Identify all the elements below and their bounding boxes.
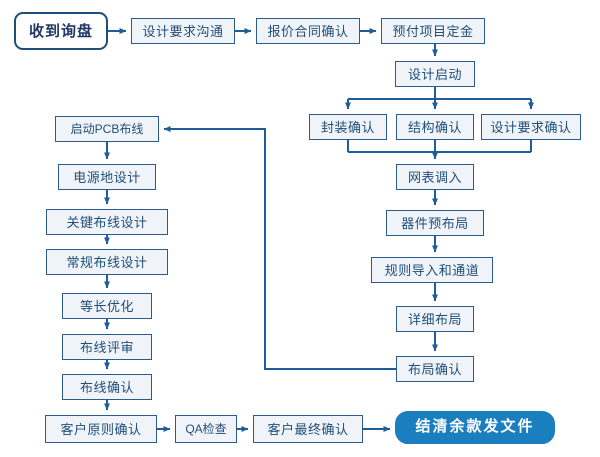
- flow-node-n21[interactable]: 客户原则确认: [45, 415, 157, 443]
- flow-node-label: 设计要求确认: [490, 119, 572, 135]
- flow-node-label: 布线评审: [79, 339, 134, 355]
- flow-node-label: 电源地设计: [73, 169, 141, 185]
- flow-node-label: 启动PCB布线: [70, 122, 144, 136]
- flow-node-label: 关键布线设计: [66, 214, 148, 230]
- flow-node-label: 网表调入: [407, 169, 462, 185]
- flow-node-label: 设计要求沟通: [142, 23, 224, 39]
- edge-split-bar: [348, 87, 531, 100]
- flow-node-label: 详细布局: [407, 311, 462, 327]
- flow-node-n01[interactable]: 收到询盘: [14, 12, 108, 50]
- flow-node-label: 等长优化: [79, 298, 134, 314]
- flow-node-n10[interactable]: 器件预布局: [386, 210, 484, 236]
- flow-node-n22[interactable]: QA检查: [175, 415, 237, 443]
- flow-node-label: QA检查: [185, 422, 227, 436]
- flow-node-n07[interactable]: 结构确认: [396, 114, 474, 140]
- flow-node-n18[interactable]: 等长优化: [62, 293, 152, 319]
- flow-node-label: 封装确认: [320, 119, 375, 135]
- flow-node-label: 器件预布局: [401, 215, 469, 231]
- flow-node-label: 布局确认: [407, 361, 462, 377]
- flow-node-label: 规则导入和通道: [384, 262, 480, 278]
- flow-node-label: 布线确认: [79, 379, 134, 395]
- flow-node-label: 预付项目定金: [392, 23, 474, 39]
- flow-node-n06[interactable]: 封装确认: [309, 114, 387, 140]
- flow-node-label: 报价合同确认: [267, 23, 349, 39]
- flow-node-n12[interactable]: 详细布局: [396, 306, 474, 332]
- flow-node-n19[interactable]: 布线评审: [62, 334, 152, 360]
- flow-node-n08[interactable]: 设计要求确认: [481, 114, 581, 140]
- flow-node-n11[interactable]: 规则导入和通道: [371, 257, 493, 283]
- flow-node-n05[interactable]: 设计启动: [395, 61, 475, 87]
- edge-n13-n14: [163, 126, 396, 370]
- flow-node-label: 结构确认: [407, 119, 462, 135]
- flow-node-n09[interactable]: 网表调入: [396, 164, 474, 190]
- flow-node-n17[interactable]: 常规布线设计: [46, 249, 168, 275]
- flow-node-label: 客户原则确认: [60, 421, 142, 437]
- flow-node-label: 客户最终确认: [267, 421, 349, 437]
- flow-node-n16[interactable]: 关键布线设计: [46, 209, 168, 235]
- flow-node-n02[interactable]: 设计要求沟通: [131, 18, 235, 44]
- flow-node-n24[interactable]: 结清余款发文件: [395, 411, 555, 444]
- flow-node-n14[interactable]: 启动PCB布线: [55, 116, 159, 142]
- flow-node-n23[interactable]: 客户最终确认: [253, 415, 363, 443]
- flow-node-n03[interactable]: 报价合同确认: [256, 18, 360, 44]
- flow-node-label: 常规布线设计: [66, 254, 148, 270]
- flow-node-n13[interactable]: 布局确认: [396, 356, 474, 382]
- flow-node-n15[interactable]: 电源地设计: [58, 164, 156, 190]
- flow-node-label: 设计启动: [407, 66, 462, 82]
- flow-node-label: 收到询盘: [28, 22, 93, 40]
- flow-node-label: 结清余款发文件: [415, 419, 535, 435]
- flow-node-n20[interactable]: 布线确认: [62, 374, 152, 400]
- flow-node-n04[interactable]: 预付项目定金: [381, 18, 485, 44]
